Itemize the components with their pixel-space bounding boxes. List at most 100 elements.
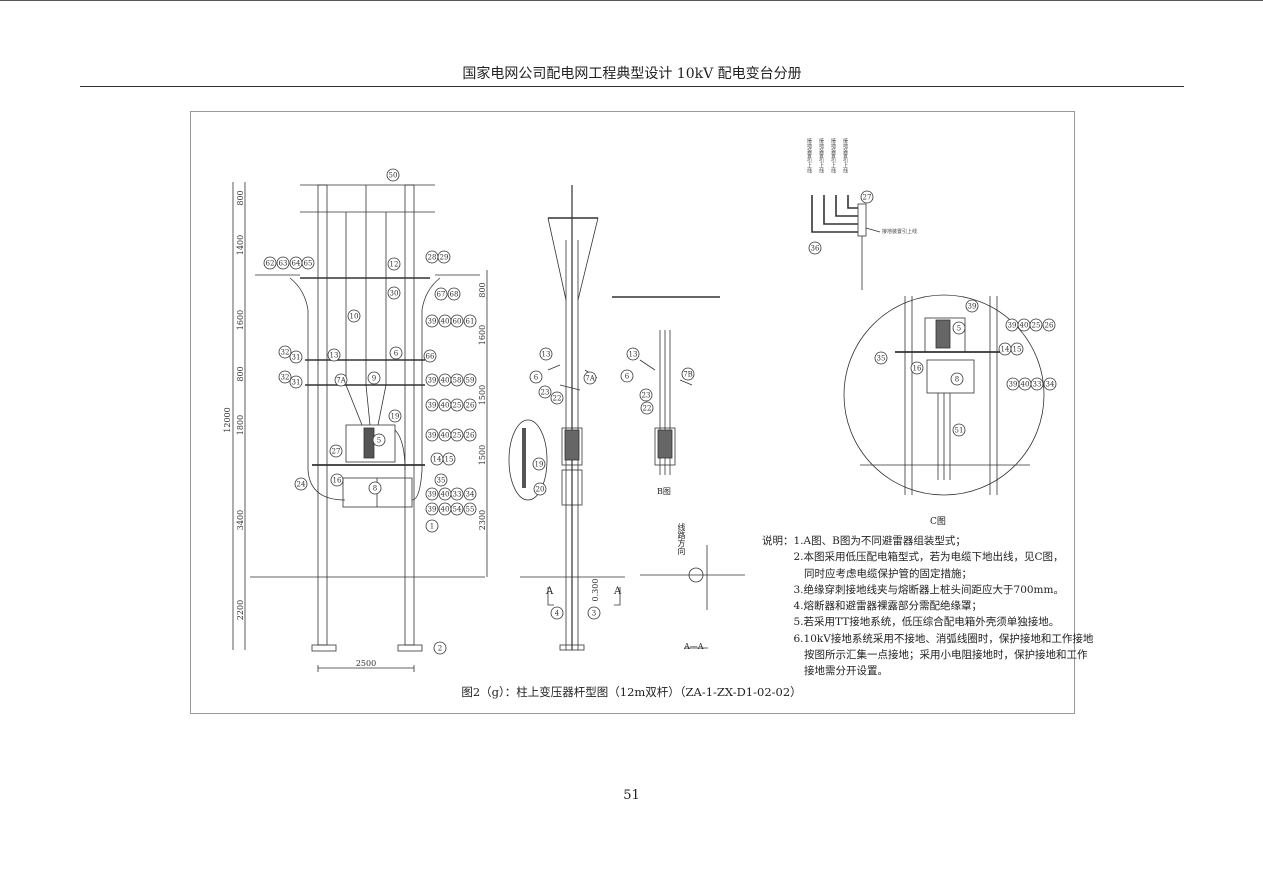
dimension-label: 1600 [478, 325, 487, 345]
callout-circle [334, 373, 348, 387]
callout-number: 40 [1021, 381, 1030, 389]
side-view [520, 185, 625, 651]
c-view-label: C图 [930, 517, 946, 527]
callout-number: 39 [428, 491, 437, 499]
callout-number: 15 [445, 456, 454, 464]
dimension-label: 1800 [236, 415, 245, 435]
callout-circle [425, 398, 439, 412]
callout-number: 12 [390, 261, 399, 269]
callout-number: 39 [428, 318, 437, 326]
callout-number: 31 [292, 354, 301, 362]
vertical-label: 接地装置引上线 [842, 138, 848, 173]
callout-number: 3 [592, 610, 596, 618]
dimension-label: 800 [236, 366, 245, 381]
callout-number: 8 [373, 485, 377, 493]
page-number: 51 [623, 788, 640, 803]
callout-number: 23 [541, 389, 550, 397]
section-mark-left: A [546, 586, 554, 597]
callout-circle [639, 388, 653, 402]
callout-circle [425, 519, 439, 533]
callout-circle [808, 241, 822, 255]
callout-number: 50 [389, 172, 398, 180]
callout-circle [387, 286, 401, 300]
callout-circle [423, 349, 437, 363]
callout-circle [447, 287, 461, 301]
callout-number: 39 [428, 506, 437, 514]
line-direction-label: 线路方向 [677, 523, 686, 555]
front-view [232, 182, 488, 672]
callout-circle [437, 250, 451, 264]
right-pole [404, 184, 415, 646]
callout-number: 19 [535, 461, 544, 469]
dimension-label: 1500 [478, 385, 487, 405]
callout-number: 6 [394, 350, 399, 358]
total-height-label: 12000 [223, 407, 232, 432]
callout-circle [539, 347, 553, 361]
bottom-dimension-label: 2500 [356, 659, 376, 668]
callout-number: 40 [1020, 322, 1029, 330]
callout-number: 30 [390, 290, 399, 298]
callout-circle [952, 321, 966, 335]
callout-circle [425, 428, 439, 442]
callout-number: 63 [279, 260, 288, 268]
note-line: 4.熔断器和避雷器裸露部分需配绝缘罩； [762, 600, 983, 613]
section-mark-right: A [614, 586, 622, 597]
callout-number: 58 [453, 377, 462, 385]
notes: 说明：1.A图、B图为不同避雷器组装型式； 2.本图采用低压配电箱型式，若为电缆… [762, 533, 1093, 680]
note-line: 说明：1.A图、B图为不同避雷器组装型式； [762, 535, 966, 547]
callout-number: 25 [453, 402, 462, 410]
callout-circle [532, 457, 546, 471]
callout-number: 35 [437, 477, 446, 485]
callout-circle [681, 367, 695, 381]
callout-number: 1 [430, 523, 434, 531]
callout-circle [389, 346, 403, 360]
callout-number: 68 [450, 291, 459, 299]
callout-number: 25 [453, 432, 462, 440]
callout-circle [330, 473, 344, 487]
callout-circle [950, 372, 964, 386]
callout-circle [874, 351, 888, 365]
callout-circle [434, 473, 448, 487]
callout-circle [463, 502, 477, 516]
callout-circle [367, 371, 381, 385]
callout-circle [450, 428, 464, 442]
dimension-label: 1400 [236, 235, 245, 255]
callout-number: 8 [955, 376, 959, 384]
note-line: 按图所示汇集一点接地；采用小电阻接地时，保护接地和工作 [762, 649, 1088, 662]
callout-circle [463, 398, 477, 412]
callout-circle [538, 385, 552, 399]
callout-circle [626, 347, 640, 361]
callout-number: 19 [391, 413, 400, 421]
callout-number: 14 [1001, 346, 1010, 354]
callout-number: 26 [466, 432, 475, 440]
callout-circle [368, 481, 382, 495]
callout-number: 9 [372, 375, 376, 383]
page-header: 国家电网公司配电网工程典型设计 10kV 配电变台分册 [462, 66, 802, 82]
note-line: 6.10kV接地系统采用不接地、消弧线圈时，保护接地和工作接地 [762, 632, 1094, 645]
callout-number: 40 [441, 402, 450, 410]
callout-circle [301, 256, 315, 270]
b-view-label: B图 [657, 487, 671, 496]
callout-circle [387, 257, 401, 271]
dimension-label: 1500 [478, 445, 487, 465]
callout-circle [463, 373, 477, 387]
callout-number: 40 [441, 491, 450, 499]
detail-ellipse [508, 419, 548, 501]
callout-circle [450, 487, 464, 501]
callout-number: 13 [542, 351, 551, 359]
callout-number: 7A [585, 375, 595, 383]
callout-number: 4 [555, 610, 560, 618]
callout-number: 26 [1045, 322, 1054, 330]
callout-circle [640, 401, 654, 415]
callout-number: 33 [1033, 381, 1042, 389]
distribution-box [342, 477, 413, 508]
callout-circle [434, 287, 448, 301]
callout-number: 33 [453, 491, 462, 499]
callout-number: 25 [1032, 322, 1041, 330]
callout-circle [587, 606, 601, 620]
callout-circle [425, 487, 439, 501]
callout-circle [425, 314, 439, 328]
left-pole [317, 184, 328, 646]
callout-circle [327, 348, 341, 362]
